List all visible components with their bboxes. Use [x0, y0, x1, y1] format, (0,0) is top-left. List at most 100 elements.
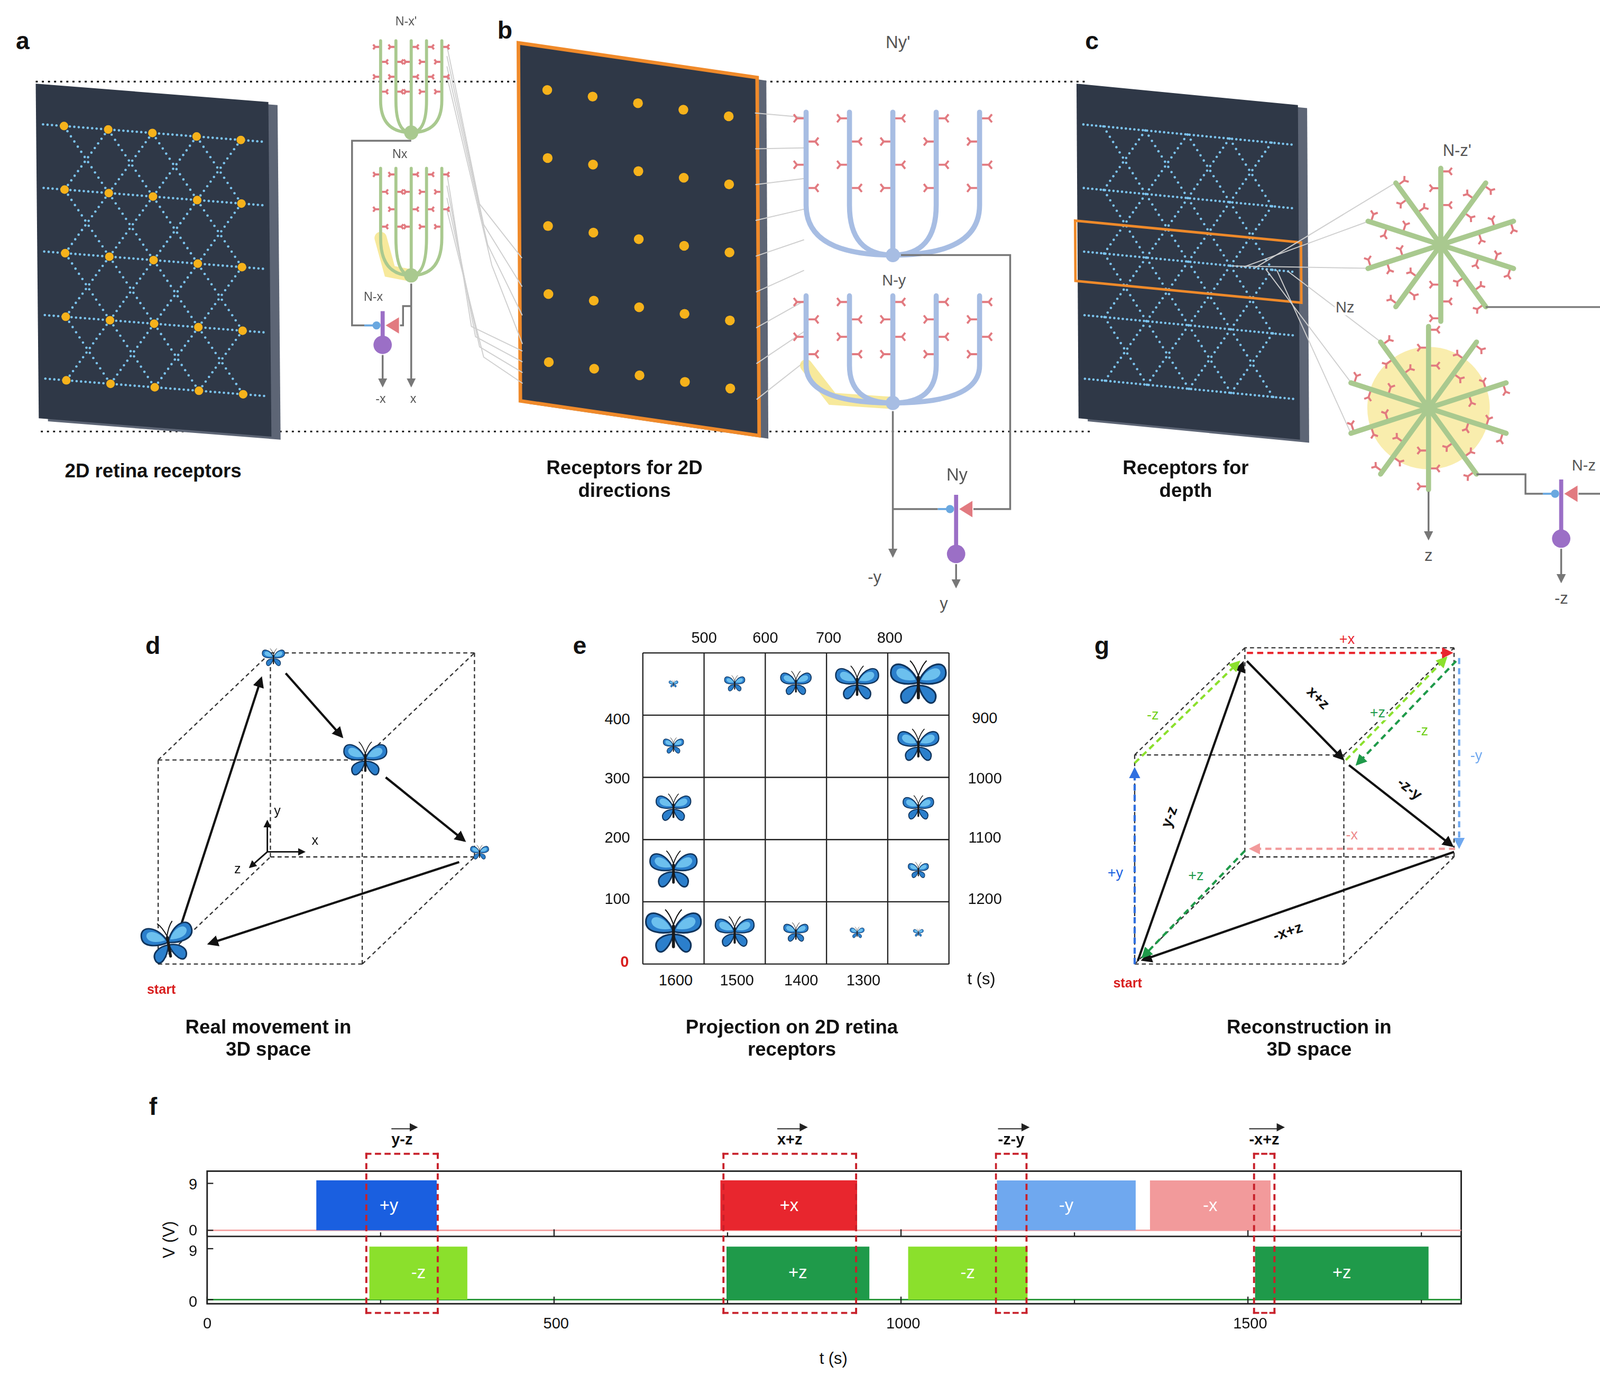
art-circle	[155, 264, 159, 268]
art-circle	[1248, 364, 1252, 367]
art-circle	[102, 308, 105, 312]
art-path	[912, 871, 919, 878]
art-circle	[163, 323, 167, 327]
art-circle	[1203, 364, 1207, 368]
art-path	[840, 672, 855, 682]
art-circle	[1197, 373, 1201, 377]
art-circle	[1210, 360, 1213, 364]
butterfly	[470, 845, 490, 860]
art-circle	[1158, 341, 1162, 344]
art-circle	[1106, 374, 1110, 378]
arrow	[892, 411, 894, 557]
art-circle	[161, 147, 164, 151]
art-g	[734, 675, 745, 692]
art-circle	[1138, 319, 1142, 323]
art-circle	[163, 259, 167, 263]
art-circle	[88, 346, 92, 350]
art-g	[656, 793, 674, 821]
dendrite-tree	[793, 112, 992, 263]
art-circle	[1161, 345, 1165, 349]
art-line	[1426, 408, 1432, 490]
art-circle	[44, 377, 48, 381]
art-circle	[80, 165, 84, 169]
art-circle	[94, 273, 98, 277]
art-circle	[1125, 318, 1129, 321]
art-circle	[1145, 319, 1148, 323]
art-circle	[1163, 194, 1166, 198]
art-path	[851, 929, 857, 933]
art-circle	[249, 393, 253, 397]
butterfly	[780, 670, 812, 695]
art-circle	[1116, 361, 1120, 364]
art-circle	[221, 264, 225, 268]
art-circle	[1151, 320, 1154, 324]
art-circle	[1138, 329, 1142, 333]
art-path	[726, 678, 734, 683]
art-path	[411, 40, 427, 133]
art-circle	[1150, 130, 1153, 133]
art-circle	[1162, 131, 1166, 134]
art-circle	[1188, 197, 1192, 200]
butterfly	[668, 680, 678, 688]
art-circle	[1141, 133, 1144, 137]
art-circle	[1129, 357, 1133, 361]
art-circle	[1264, 277, 1268, 281]
art-circle	[1231, 142, 1235, 146]
art-circle	[1187, 387, 1191, 391]
art-circle	[57, 378, 61, 382]
art-circle	[113, 129, 116, 132]
art-circle	[1290, 143, 1293, 146]
receptor-link	[1232, 265, 1369, 269]
art-circle	[1183, 264, 1187, 268]
art-circle	[1238, 314, 1242, 318]
art-circle	[1112, 238, 1116, 242]
art-circle	[78, 189, 81, 193]
art-line	[1440, 221, 1514, 245]
art-circle	[1142, 319, 1146, 323]
art-circle	[1090, 187, 1094, 191]
art-circle	[70, 179, 73, 182]
art-circle	[77, 297, 81, 300]
art-circle	[1185, 133, 1189, 136]
art-circle	[1228, 137, 1231, 141]
art-circle	[1226, 386, 1230, 390]
art-circle	[83, 253, 86, 256]
art-circle	[1235, 201, 1239, 205]
art-circle	[1121, 161, 1125, 164]
art-circle	[1157, 277, 1161, 280]
art-g	[470, 845, 480, 860]
art-circle	[1278, 269, 1282, 272]
art-circle	[134, 169, 137, 173]
art-circle	[131, 194, 135, 197]
art-circle	[1206, 325, 1210, 329]
art-path	[792, 922, 796, 930]
art-circle	[1253, 330, 1256, 334]
dendrite-tree	[373, 168, 450, 283]
art-circle	[1170, 155, 1173, 159]
art-circle	[1181, 323, 1184, 327]
art-circle	[542, 85, 553, 96]
art-circle	[157, 381, 160, 385]
art-circle	[589, 296, 600, 307]
art-circle	[190, 261, 193, 265]
art-circle	[1143, 383, 1146, 386]
receptor-link	[446, 76, 523, 345]
art-circle	[80, 228, 84, 232]
art-circle	[176, 290, 180, 293]
art-circle	[1155, 384, 1159, 388]
art-circle	[85, 346, 88, 349]
art-circle	[185, 261, 189, 265]
art-path	[918, 660, 927, 677]
art-circle	[102, 372, 106, 375]
art-circle	[173, 358, 177, 362]
art-circle	[1216, 282, 1219, 286]
art-circle	[1233, 387, 1236, 390]
art-circle	[1271, 268, 1274, 272]
art-circle	[133, 384, 136, 388]
art-circle	[71, 325, 75, 329]
art-circle	[138, 238, 142, 242]
art-g	[918, 660, 946, 704]
art-circle	[1159, 321, 1163, 325]
art-circle	[1253, 393, 1257, 397]
